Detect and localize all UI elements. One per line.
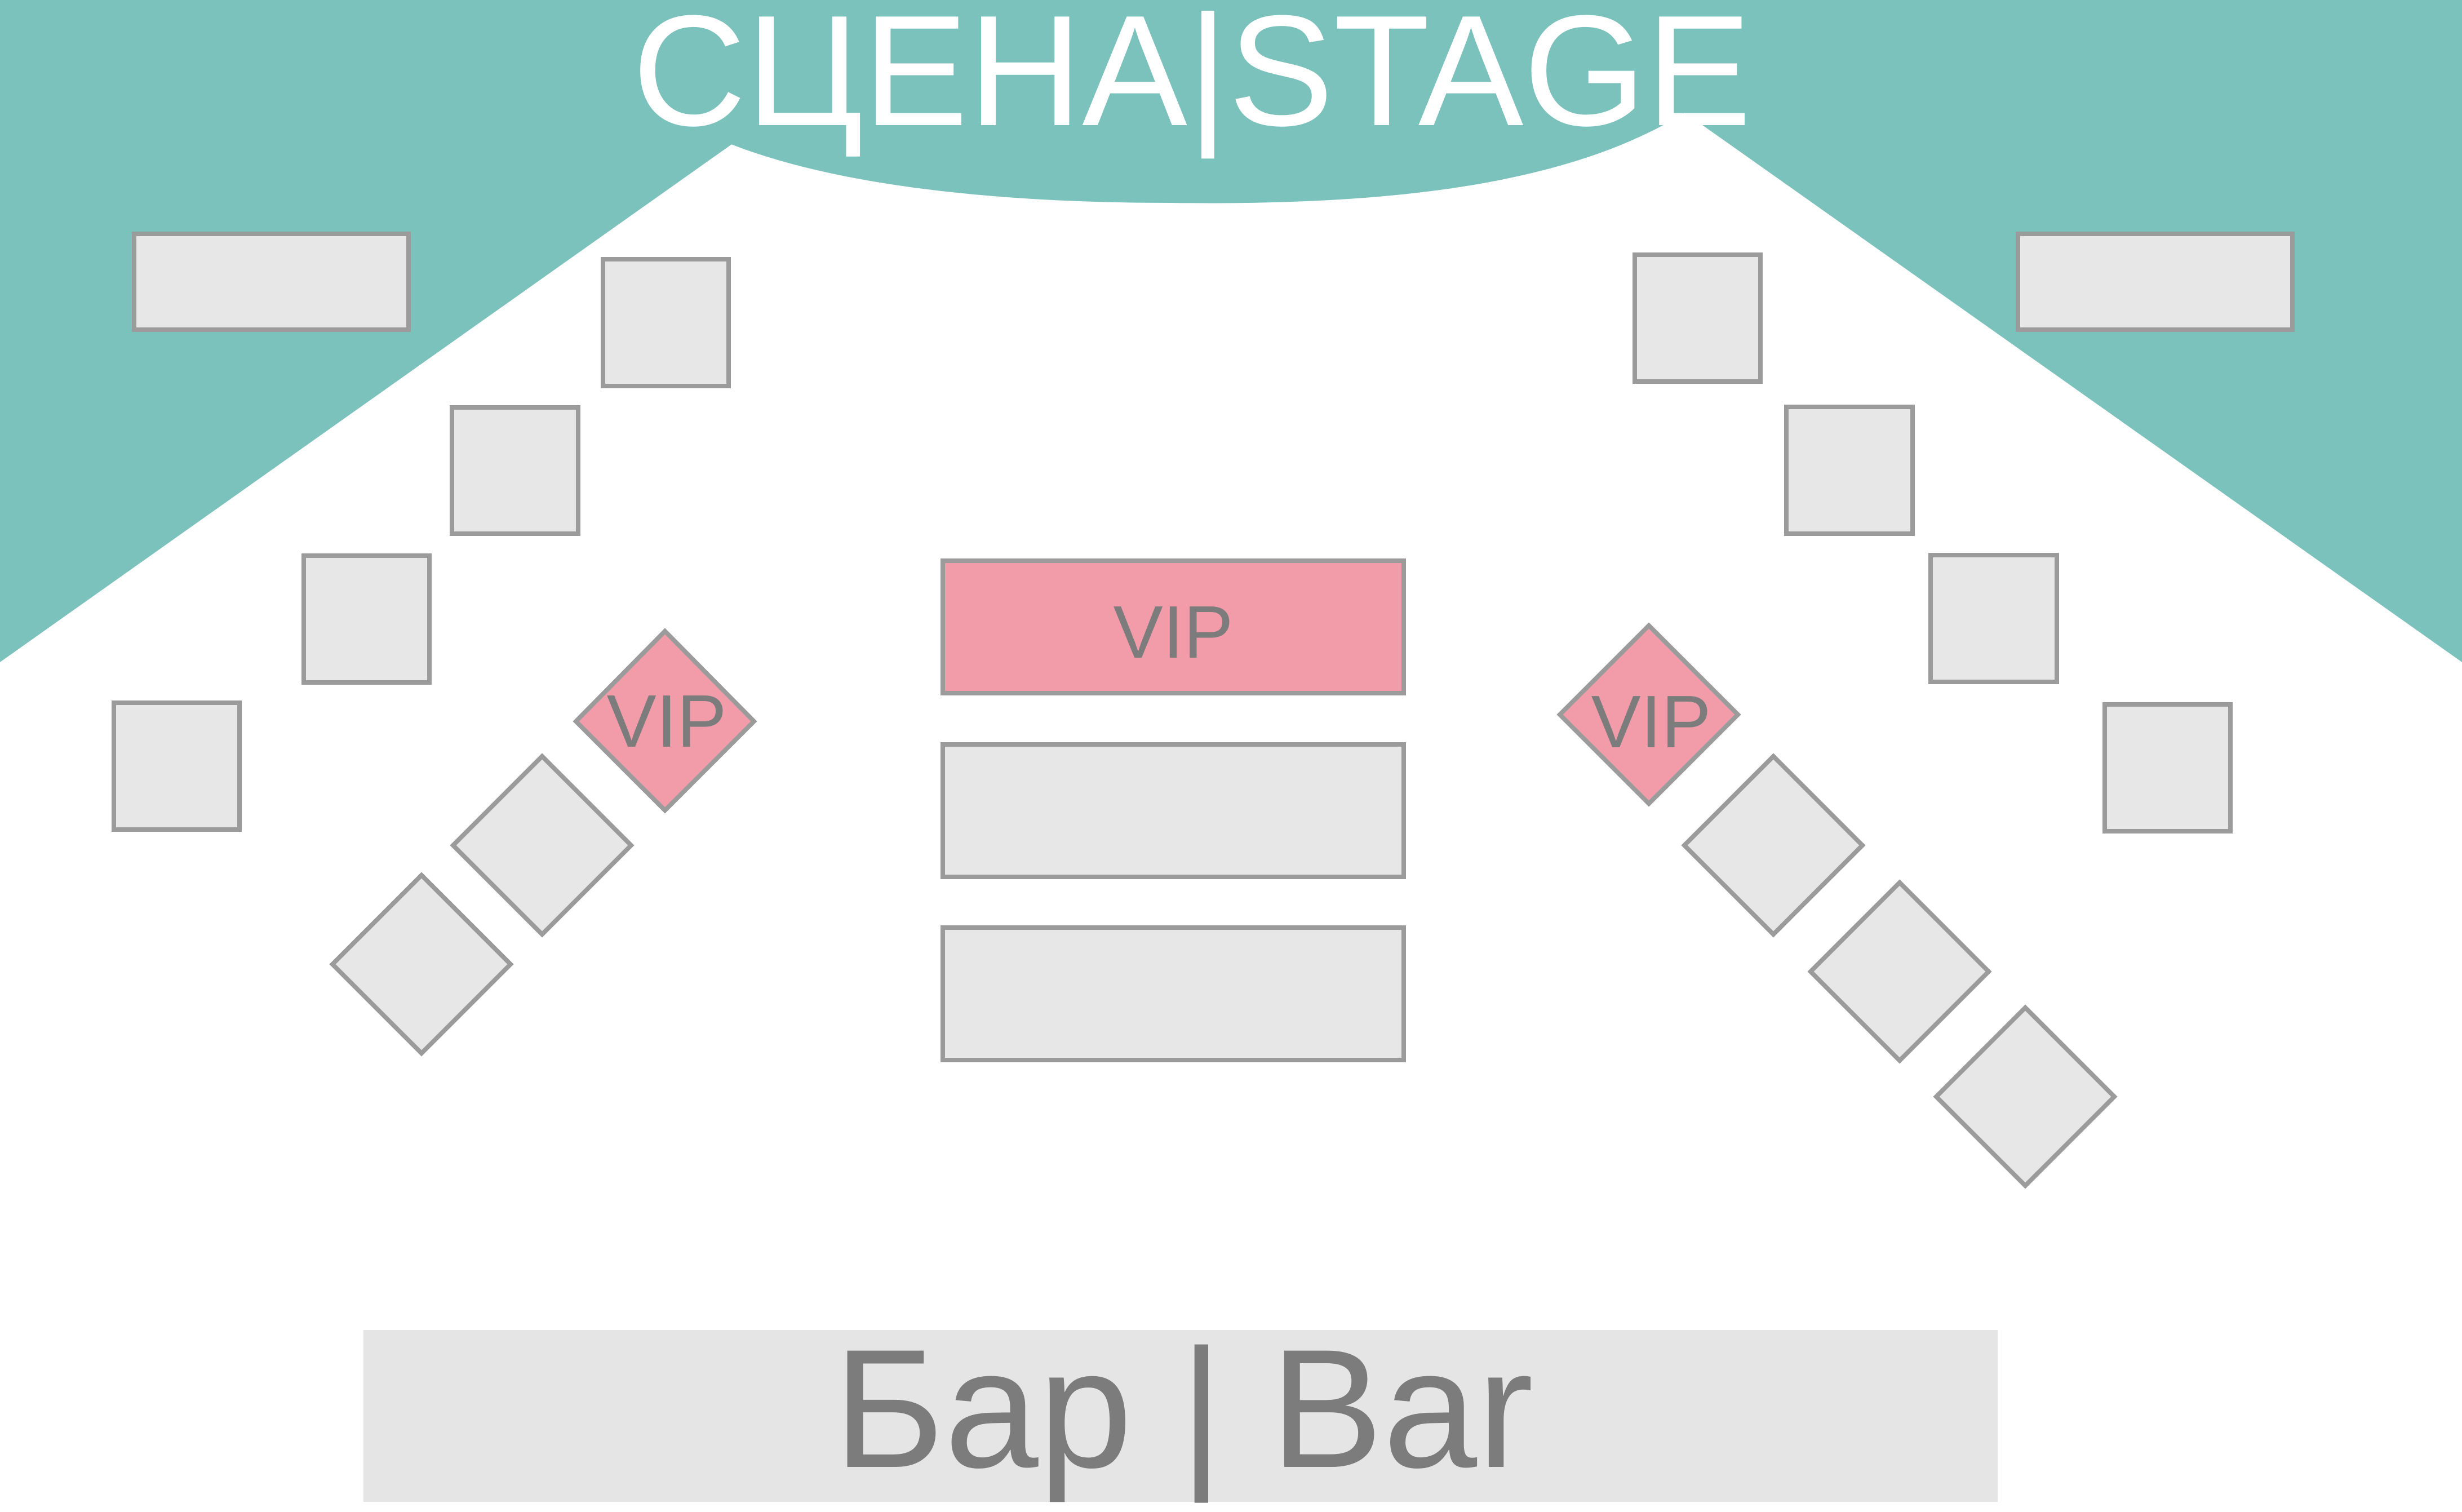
center-table-group: VIP (941, 558, 1406, 1062)
bar-area: Бар | Bar (363, 1314, 1998, 1504)
stage-platform (699, 0, 1792, 203)
right-table-group: VIP (1556, 232, 2295, 1189)
vip-table-center-label: VIP (1114, 591, 1234, 673)
stage-area: СЦЕНА|STAGE (0, 0, 2462, 662)
table-right-diamond-3[interactable] (1933, 1004, 2118, 1189)
stage-label: СЦЕНА|STAGE (632, 0, 1751, 159)
table-right-diamond-1[interactable] (1681, 753, 1866, 938)
table-left-square-4[interactable] (112, 700, 242, 832)
table-left-square-3[interactable] (301, 553, 432, 685)
table-left-diamond-1[interactable] (450, 753, 635, 938)
table-right-square-3[interactable] (1928, 553, 2059, 684)
vip-table-left[interactable] (573, 628, 757, 814)
bar-counter[interactable] (363, 1330, 1998, 1502)
vip-table-right[interactable] (1556, 622, 1741, 807)
table-left-diamond-2[interactable] (329, 872, 514, 1057)
table-right-long[interactable] (2016, 232, 2295, 332)
left-table-group: VIP (112, 232, 757, 1057)
vip-table-left-label: VIP (607, 680, 727, 762)
table-right-square-1[interactable] (1633, 252, 1763, 384)
vip-table-center[interactable] (941, 558, 1406, 695)
table-left-square-2[interactable] (450, 405, 580, 536)
table-right-square-4[interactable] (2102, 702, 2233, 833)
table-right-diamond-2[interactable] (1807, 879, 1992, 1064)
table-center-long-2[interactable] (941, 925, 1406, 1062)
bar-label: Бар | Bar (833, 1314, 1533, 1504)
table-left-square-1[interactable] (601, 257, 731, 388)
table-center-long-1[interactable] (941, 742, 1406, 879)
table-left-long[interactable] (132, 232, 411, 332)
vip-table-right-label: VIP (1591, 680, 1711, 763)
table-right-square-2[interactable] (1784, 405, 1915, 536)
